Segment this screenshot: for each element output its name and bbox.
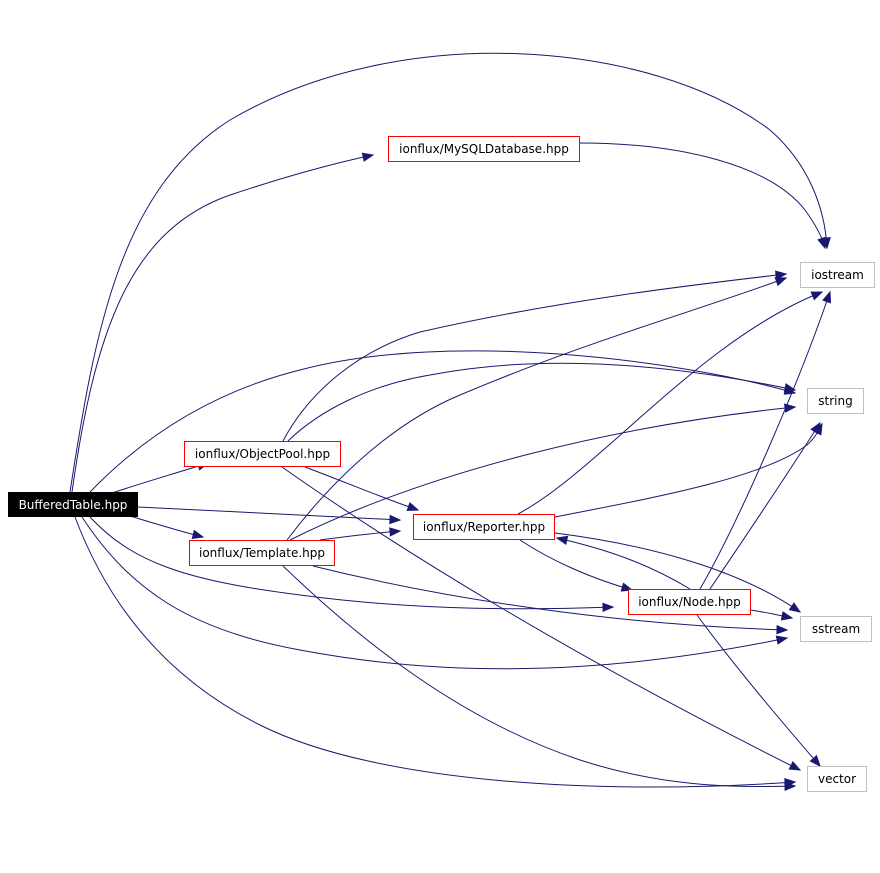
arrowhead-template-to-string bbox=[784, 403, 797, 413]
edge-bufferedtable-to-node bbox=[89, 516, 614, 610]
arrowhead-objectpool-to-reporter bbox=[406, 502, 420, 512]
edge-reporter-to-string bbox=[554, 423, 823, 518]
edge-bufferedtable-to-sstream bbox=[81, 516, 788, 670]
arrowhead-bufferedtable-to-mysqldatabase bbox=[361, 152, 375, 162]
edge-bufferedtable-to-mysqldatabase bbox=[71, 154, 374, 493]
arrowhead-template-to-sstream bbox=[776, 624, 789, 635]
edge-node-to-vector bbox=[696, 614, 821, 767]
arrowhead-bufferedtable-to-sstream bbox=[775, 635, 789, 645]
edge-node-to-reporter bbox=[556, 537, 691, 590]
arrowhead-node-to-sstream bbox=[780, 611, 794, 621]
edge-node-to-iostream bbox=[699, 291, 831, 590]
arrowhead-objectpool-to-iostream bbox=[775, 270, 788, 280]
node-sstream[interactable]: sstream bbox=[800, 616, 872, 642]
edge-reporter-to-iostream bbox=[517, 291, 823, 515]
arrowhead-reporter-to-sstream bbox=[788, 602, 802, 613]
arrowhead-objectpool-to-vector bbox=[788, 761, 802, 771]
edge-objectpool-to-string bbox=[287, 362, 796, 442]
arrowhead-bufferedtable-to-template bbox=[191, 529, 205, 539]
edge-bufferedtable-to-string bbox=[89, 350, 796, 493]
node-bufferedtable-hpp[interactable]: BufferedTable.hpp bbox=[8, 492, 138, 517]
node-string[interactable]: string bbox=[807, 388, 864, 414]
edge-bufferedtable-to-reporter bbox=[137, 506, 401, 521]
arrowhead-template-to-reporter bbox=[389, 527, 402, 537]
arrowhead-template-to-vector bbox=[784, 781, 797, 792]
edge-bufferedtable-to-vector bbox=[74, 516, 796, 788]
edge-objectpool-to-vector bbox=[281, 466, 801, 771]
edge-template-to-iostream bbox=[286, 277, 787, 541]
node-ionflux-mysqldatabase-hpp[interactable]: ionflux/MySQLDatabase.hpp bbox=[388, 136, 580, 162]
edge-template-to-sstream bbox=[312, 565, 788, 631]
edge-reporter-to-node bbox=[519, 539, 633, 591]
edge-node-to-string bbox=[709, 422, 821, 590]
arrowhead-node-to-vector bbox=[809, 754, 821, 768]
arrowhead-node-to-iostream bbox=[822, 290, 832, 304]
arrowhead-bufferedtable-to-node bbox=[602, 602, 615, 613]
arrowhead-node-to-reporter bbox=[555, 535, 569, 546]
arrowhead-node-to-string bbox=[810, 421, 821, 435]
arrowhead-mysqldatabase-to-iostream bbox=[817, 236, 827, 250]
edge-group bbox=[69, 52, 832, 792]
node-vector[interactable]: vector bbox=[807, 766, 867, 792]
edge-reporter-to-sstream bbox=[554, 532, 801, 613]
arrowhead-objectpool-to-string bbox=[783, 383, 797, 393]
edge-mysqldatabase-to-iostream bbox=[579, 142, 826, 249]
arrowhead-reporter-to-iostream bbox=[810, 291, 824, 301]
edge-bufferedtable-to-iostream-top bbox=[69, 52, 828, 493]
edge-template-to-vector bbox=[282, 565, 796, 788]
arrowhead-template-to-iostream bbox=[774, 277, 788, 287]
node-iostream[interactable]: iostream bbox=[800, 262, 875, 288]
edge-template-to-string bbox=[289, 406, 796, 541]
node-ionflux-reporter-hpp[interactable]: ionflux/Reporter.hpp bbox=[413, 514, 555, 540]
arrowhead-bufferedtable-to-reporter bbox=[389, 514, 402, 525]
edge-objectpool-to-iostream bbox=[282, 273, 787, 442]
node-ionflux-objectpool-hpp[interactable]: ionflux/ObjectPool.hpp bbox=[184, 441, 341, 467]
node-ionflux-node-hpp[interactable]: ionflux/Node.hpp bbox=[628, 589, 751, 615]
edge-objectpool-to-reporter bbox=[304, 466, 419, 511]
node-ionflux-template-hpp[interactable]: ionflux/Template.hpp bbox=[189, 540, 335, 566]
